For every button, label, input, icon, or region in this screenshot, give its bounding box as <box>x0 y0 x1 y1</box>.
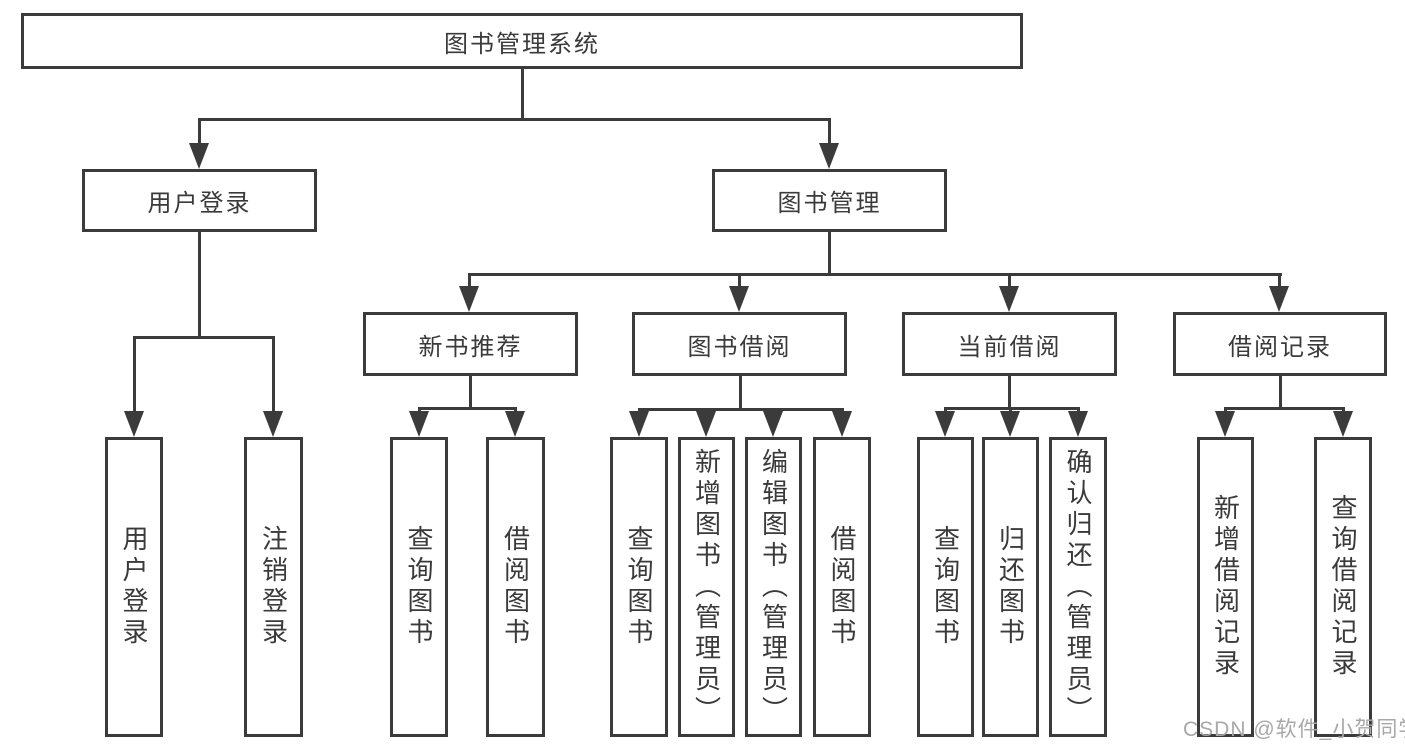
leaf-edit-book-admin: 编辑图书（管理员） <box>745 437 802 737</box>
arrow-down-icon <box>1068 411 1088 437</box>
arrow-down-icon <box>629 411 649 437</box>
connector-line <box>133 336 136 414</box>
node-current-borrowing: 当前借阅 <box>902 312 1117 376</box>
connector-line <box>418 407 421 414</box>
connector-line <box>469 376 472 407</box>
connector-line <box>1278 273 1281 289</box>
leaf-borrow-books-recommend: 借阅图书 <box>486 437 545 737</box>
arrow-down-icon <box>459 286 479 312</box>
arrow-down-icon <box>729 286 749 312</box>
node-label: 新书推荐 <box>418 333 523 361</box>
leaf-query-borrow-record: 查询借阅记录 <box>1314 437 1372 737</box>
arrow-down-icon <box>409 411 429 437</box>
node-label: 新增借阅记录 <box>1210 494 1241 680</box>
connector-line <box>1279 376 1282 407</box>
leaf-return-book: 归还图书 <box>982 437 1039 737</box>
node-library-system: 图书管理系统 <box>21 13 1023 69</box>
connector-line <box>1008 273 1011 289</box>
node-label: 图书借阅 <box>687 333 792 361</box>
connector-line <box>739 376 742 408</box>
node-user-login: 用户登录 <box>82 169 317 232</box>
node-label: 查询图书 <box>930 525 961 649</box>
arrow-down-icon <box>1269 286 1289 312</box>
node-label: 图书管理 <box>777 190 882 217</box>
arrow-down-icon <box>819 143 839 169</box>
node-label: 借阅图书 <box>827 525 857 649</box>
connector-line <box>198 118 201 146</box>
node-borrowing-records: 借阅记录 <box>1173 312 1387 376</box>
leaf-user-login: 用户登录 <box>105 437 163 737</box>
connector-line <box>198 118 831 121</box>
node-label: 借阅图书 <box>500 525 531 649</box>
node-book-borrowing: 图书借阅 <box>632 312 847 376</box>
connector-line <box>133 336 275 339</box>
connector-line <box>1077 407 1080 414</box>
csdn-watermark: CSDN @软件_小贺同学 <box>1183 718 1405 741</box>
node-label: 注销登录 <box>258 525 289 649</box>
leaf-logout: 注销登录 <box>244 437 303 737</box>
leaf-add-book-admin: 新增图书（管理员） <box>678 437 735 737</box>
arrow-down-icon <box>505 411 525 437</box>
connector-line <box>944 407 1080 410</box>
node-label: 归还图书 <box>995 525 1026 649</box>
connector-line <box>1224 407 1345 410</box>
connector-line <box>1009 407 1012 414</box>
node-label: 图书管理系统 <box>444 30 600 58</box>
node-label: 确认归还（管理员） <box>1063 447 1093 727</box>
node-label: 查询图书 <box>624 525 654 649</box>
node-label: 用户登录 <box>147 190 252 217</box>
arrow-down-icon <box>763 411 783 437</box>
arrow-down-icon <box>124 411 144 437</box>
connector-line <box>944 407 947 414</box>
connector-line <box>468 273 471 289</box>
arrow-down-icon <box>1215 411 1235 437</box>
connector-line <box>468 273 1282 276</box>
arrow-down-icon <box>263 411 283 437</box>
leaf-add-borrow-record: 新增借阅记录 <box>1197 437 1254 737</box>
arrow-down-icon <box>189 143 209 169</box>
node-label: 编辑图书（管理员） <box>758 447 789 727</box>
node-label: 借阅记录 <box>1228 333 1332 361</box>
connector-line <box>638 408 844 411</box>
node-label: 查询图书 <box>404 525 434 649</box>
connector-line <box>418 407 517 410</box>
arrow-down-icon <box>1000 411 1020 437</box>
connector-line <box>828 118 831 146</box>
leaf-confirm-return-admin: 确认归还（管理员） <box>1049 437 1107 737</box>
connector-line <box>738 273 741 289</box>
connector-line <box>828 232 831 273</box>
leaf-query-books-borrowing: 查询图书 <box>610 437 668 737</box>
node-label: 用户登录 <box>119 525 149 649</box>
arrow-down-icon <box>935 411 955 437</box>
node-label: 新增图书（管理员） <box>691 447 722 727</box>
connector-line <box>272 336 275 414</box>
connector-line <box>1342 407 1345 414</box>
connector-line <box>1008 376 1011 407</box>
node-label: 查询借阅记录 <box>1328 494 1358 680</box>
connector-line <box>1224 407 1227 414</box>
node-book-management: 图书管理 <box>712 169 947 232</box>
node-new-book-recommend: 新书推荐 <box>363 312 578 376</box>
node-label: 当前借阅 <box>957 333 1062 361</box>
arrow-down-icon <box>999 286 1019 312</box>
leaf-query-books-recommend: 查询图书 <box>390 437 448 737</box>
connector-line <box>514 407 517 414</box>
arrow-down-icon <box>1333 411 1353 437</box>
arrow-down-icon <box>696 411 716 437</box>
connector-line <box>521 69 524 118</box>
arrow-down-icon <box>832 411 852 437</box>
connector-line <box>198 232 201 336</box>
leaf-borrow-books-borrowing: 借阅图书 <box>813 437 871 737</box>
leaf-query-books-current: 查询图书 <box>917 437 974 737</box>
